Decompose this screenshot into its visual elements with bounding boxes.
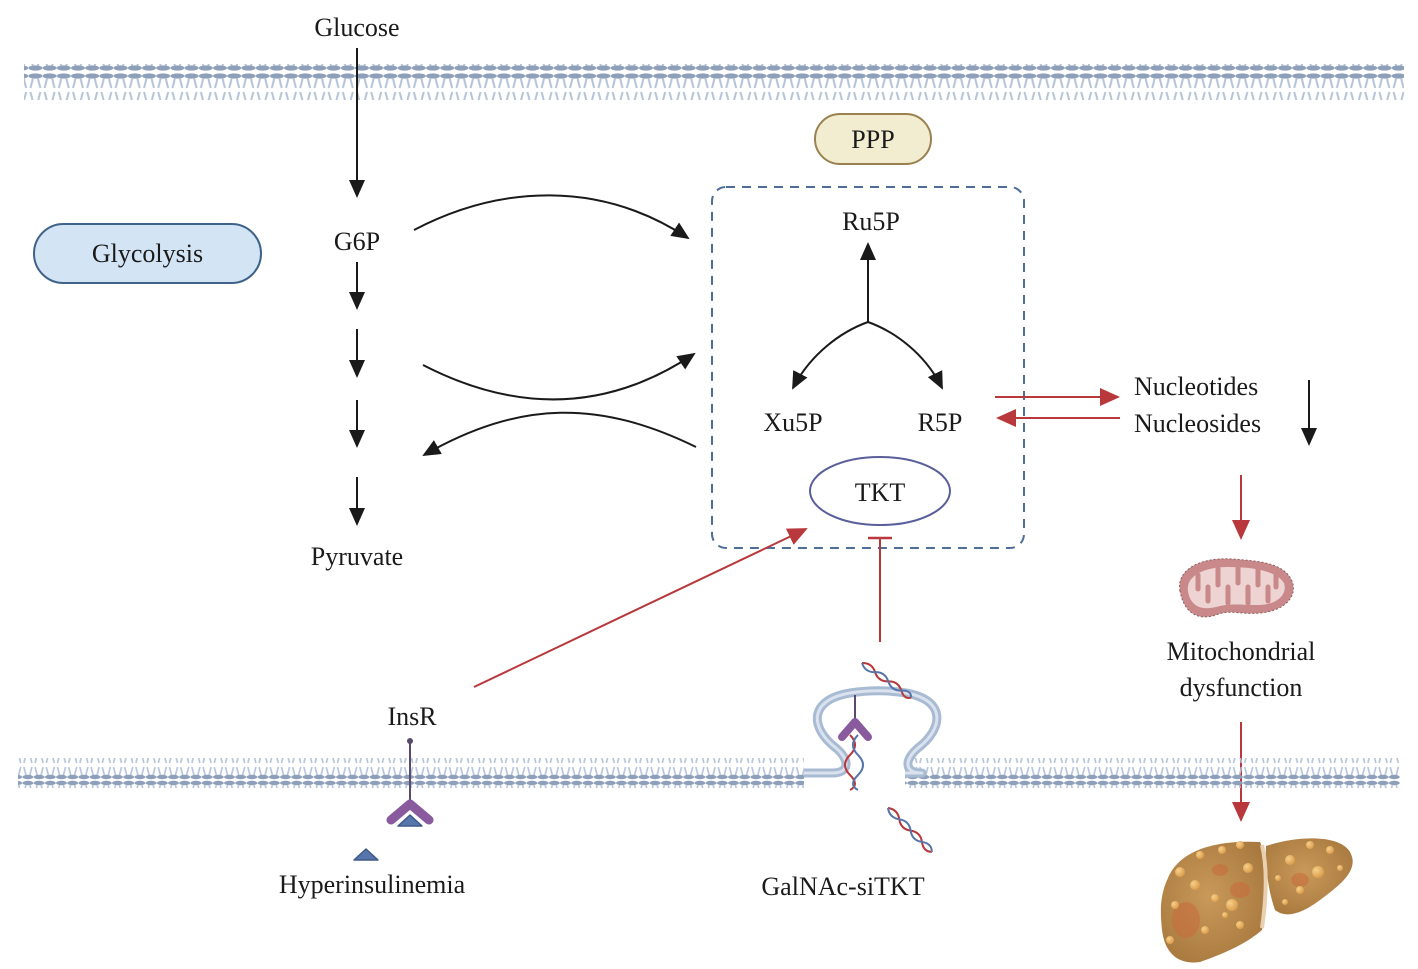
endocytosis-vesicle xyxy=(804,686,942,778)
tkt-enzyme: TKT xyxy=(809,456,951,526)
glycolysis-label: Glycolysis xyxy=(92,239,203,268)
sirna-helix-internal xyxy=(844,734,864,791)
glycolysis-to-ppp-arrow xyxy=(422,352,696,401)
asgpr-receptor xyxy=(838,695,872,741)
ppp-region-box xyxy=(711,186,1025,549)
ru5p-to-xu5p-arrow xyxy=(792,321,869,390)
insr-activates-tkt-arrow xyxy=(473,528,808,688)
insulin-icon xyxy=(353,848,379,861)
dysfunction-label: dysfunction xyxy=(1180,673,1303,702)
g6p-label: G6P xyxy=(334,227,380,256)
ru5p-to-r5p-arrow xyxy=(867,321,943,390)
r5p-label: R5P xyxy=(918,408,963,437)
ppp-badge: PPP xyxy=(814,113,932,165)
glycolysis-badge: Glycolysis xyxy=(33,223,262,284)
ppp-to-glycolysis-arrow xyxy=(422,411,697,456)
nucleotides-label: Nucleotides xyxy=(1134,372,1258,401)
pyruvate-label: Pyruvate xyxy=(311,542,403,571)
tkt-label: TKT xyxy=(855,478,906,507)
bottom-cell-membrane xyxy=(18,758,1400,788)
nucleosides-label: Nucleosides xyxy=(1134,409,1261,438)
insr-label: InsR xyxy=(387,702,437,731)
fatty-liver-icon xyxy=(1160,838,1353,963)
ppp-label: PPP xyxy=(851,125,894,154)
top-cell-membrane xyxy=(24,64,1404,100)
glucose-label: Glucose xyxy=(314,13,399,42)
hyperinsulinemia-label: Hyperinsulinemia xyxy=(279,870,466,899)
sirna-helix-icon xyxy=(861,661,913,699)
sirna-helix-icon xyxy=(887,807,933,853)
ru5p-label: Ru5P xyxy=(842,207,900,236)
insulin-receptor-icon xyxy=(386,738,434,827)
galnac-sitkt-label: GalNAc-siTKT xyxy=(761,872,924,901)
mitochondrion-icon xyxy=(1179,558,1294,618)
mitochondrial-label: Mitochondrial xyxy=(1167,637,1316,666)
g6p-to-ppp-arrow xyxy=(413,194,690,240)
xu5p-label: Xu5P xyxy=(763,408,822,437)
